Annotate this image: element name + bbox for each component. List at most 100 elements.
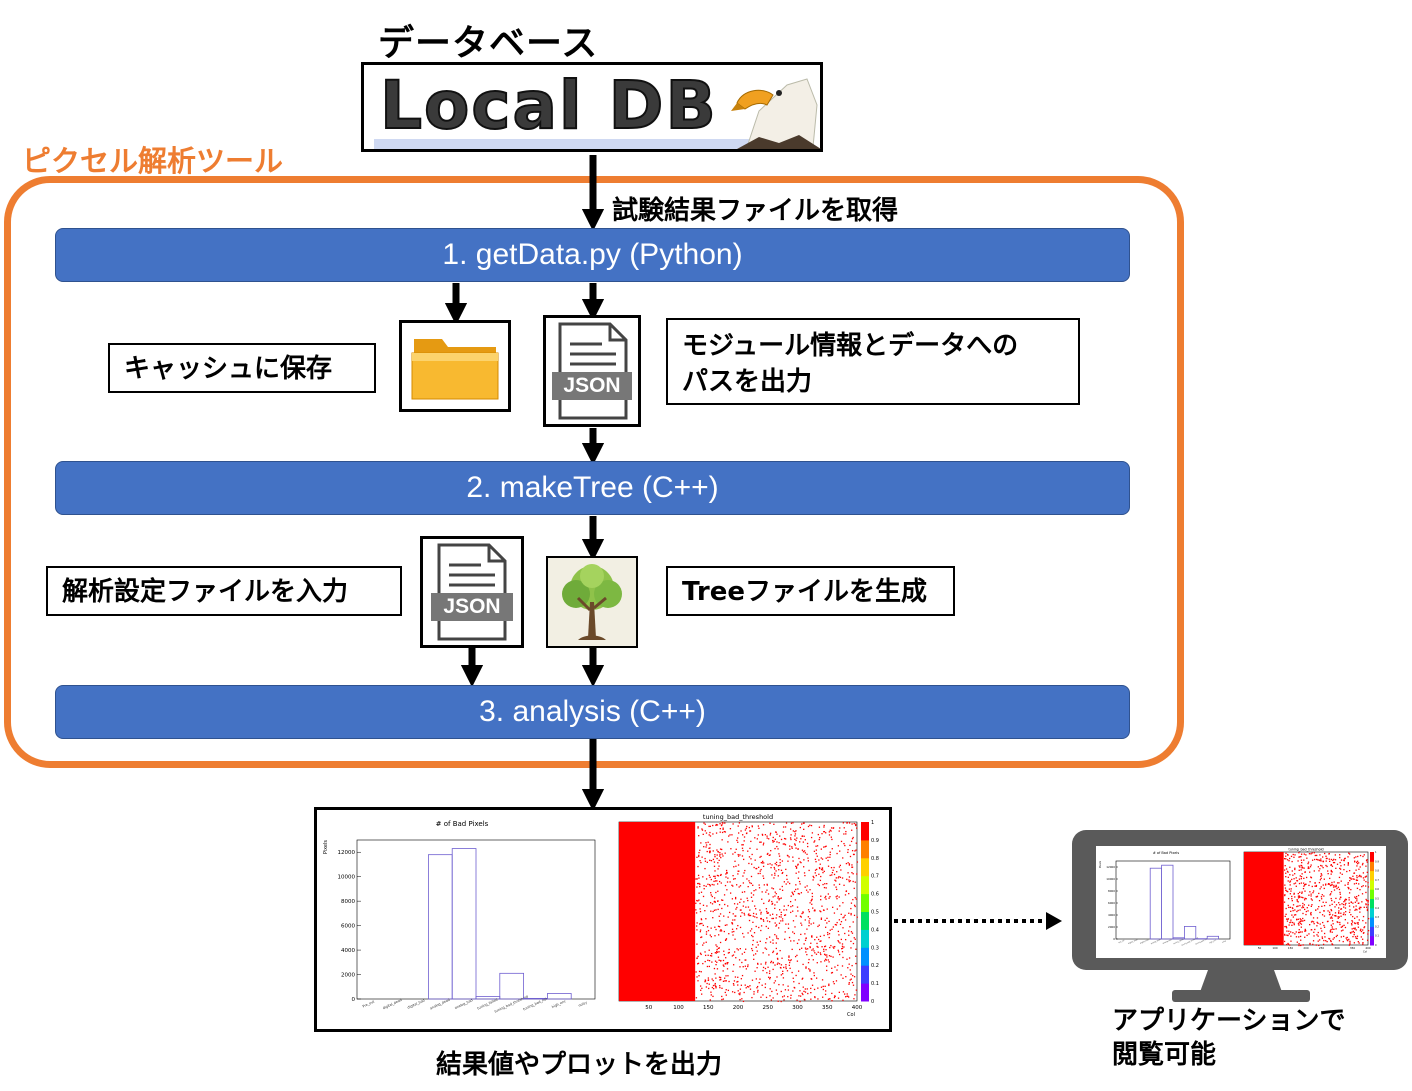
bad-pixel [766,972,768,974]
bad-pixel [1318,906,1320,908]
bad-pixel [731,955,734,957]
bad-pixel [842,917,844,919]
bad-pixel [828,983,830,985]
bad-pixel [825,845,827,847]
bad-pixel [853,887,855,890]
bad-pixel [784,989,787,991]
bad-pixel [1318,944,1320,947]
bad-pixel [1330,891,1333,893]
bad-pixel [720,873,722,876]
bad-pixel [766,837,768,839]
bad-pixel [826,956,828,958]
bad-pixel [757,872,759,875]
bad-pixel [794,833,797,835]
bad-pixel [725,975,727,977]
bad-pixel [723,954,725,956]
bad-pixel [819,863,821,865]
app-label-line2: 閲覧可能 [1112,1040,1217,1070]
x-tick-label: 350 [1350,946,1355,950]
bad-pixel [836,871,838,873]
bad-pixel [852,880,854,883]
bad-pixel [695,912,698,914]
bad-pixel [749,882,751,884]
bad-pixel [797,877,800,879]
bad-pixel [832,946,834,948]
bad-pixel [752,921,754,923]
bad-pixel [767,912,770,914]
bad-pixel [759,940,761,942]
bad-pixel [843,842,845,845]
bad-pixel [1352,902,1354,904]
bad-pixel [1361,901,1363,903]
bad-pixel [845,890,848,892]
bad-pixel [818,884,821,887]
bad-pixel [759,978,761,980]
bad-pixel [1298,924,1300,926]
bad-pixel [726,871,728,874]
bad-pixel [818,924,820,926]
bad-pixel [793,932,796,935]
bad-pixel [842,822,844,824]
bad-pixel [1340,936,1343,938]
bad-pixel [737,976,739,978]
bad-pixel [781,996,784,998]
bad-pixel [846,878,848,881]
bad-pixel [719,831,721,833]
bad-pixel [766,889,768,891]
bad-pixel [1353,931,1355,934]
bad-pixel [824,846,826,848]
bad-pixel [802,822,805,824]
bad-pixel [1313,931,1315,933]
bad-pixel [812,922,815,924]
bad-pixel [802,993,804,996]
bad-pixel [839,864,842,867]
bad-pixel [1295,885,1297,887]
bad-pixel [820,848,822,850]
bad-pixel [717,862,719,864]
bad-pixel [809,946,811,948]
note-module-info: モジュール情報とデータへの パスを出力 [666,318,1080,405]
bad-pixel [820,917,823,919]
bad-pixel [1285,889,1287,891]
bad-pixel [781,885,783,888]
bad-pixel [822,988,824,991]
bad-pixel [841,943,844,945]
colorbar-tick-label: 0.6 [871,892,879,898]
y-tick-label: 4000 [341,948,355,954]
bad-pixel [709,883,711,886]
bad-pixel [842,991,845,993]
bad-pixel [776,914,778,916]
bad-pixel [717,890,719,892]
bad-pixel [1299,904,1301,907]
bad-pixel [698,882,700,885]
bad-pixel [1348,911,1351,913]
tool-title: ピクセル解析ツール [22,144,284,178]
category-label: tuning_bad_threshold [1181,936,1199,946]
bad-pixel [777,1000,779,1002]
bad-pixel [850,907,852,910]
bad-pixel [720,930,723,932]
bad-pixel [1349,879,1351,882]
bad-pixel [1333,937,1335,939]
bad-pixel [826,954,828,956]
bad-pixel [1325,883,1327,885]
bad-pixel [802,912,804,914]
bad-pixel [733,980,736,982]
bad-pixel [764,967,767,970]
bad-pixel [776,957,779,960]
bad-pixel [705,933,708,935]
colorbar-tick-label: 0.4 [1375,906,1379,910]
bad-pixel [838,953,841,956]
bad-pixel [1294,854,1296,856]
bad-pixel [1321,874,1323,876]
local-db-logo: Local DB [361,62,823,152]
bad-pixel [768,936,771,938]
bad-pixel [1365,898,1367,901]
category-label: tuning_bad_noi [1195,937,1208,945]
bad-pixel [1304,890,1306,892]
bad-pixel [819,879,822,882]
bad-pixel [1293,883,1295,885]
bad-pixel [1332,886,1335,888]
bad-pixel [848,930,850,932]
bad-pixel [1352,915,1354,918]
